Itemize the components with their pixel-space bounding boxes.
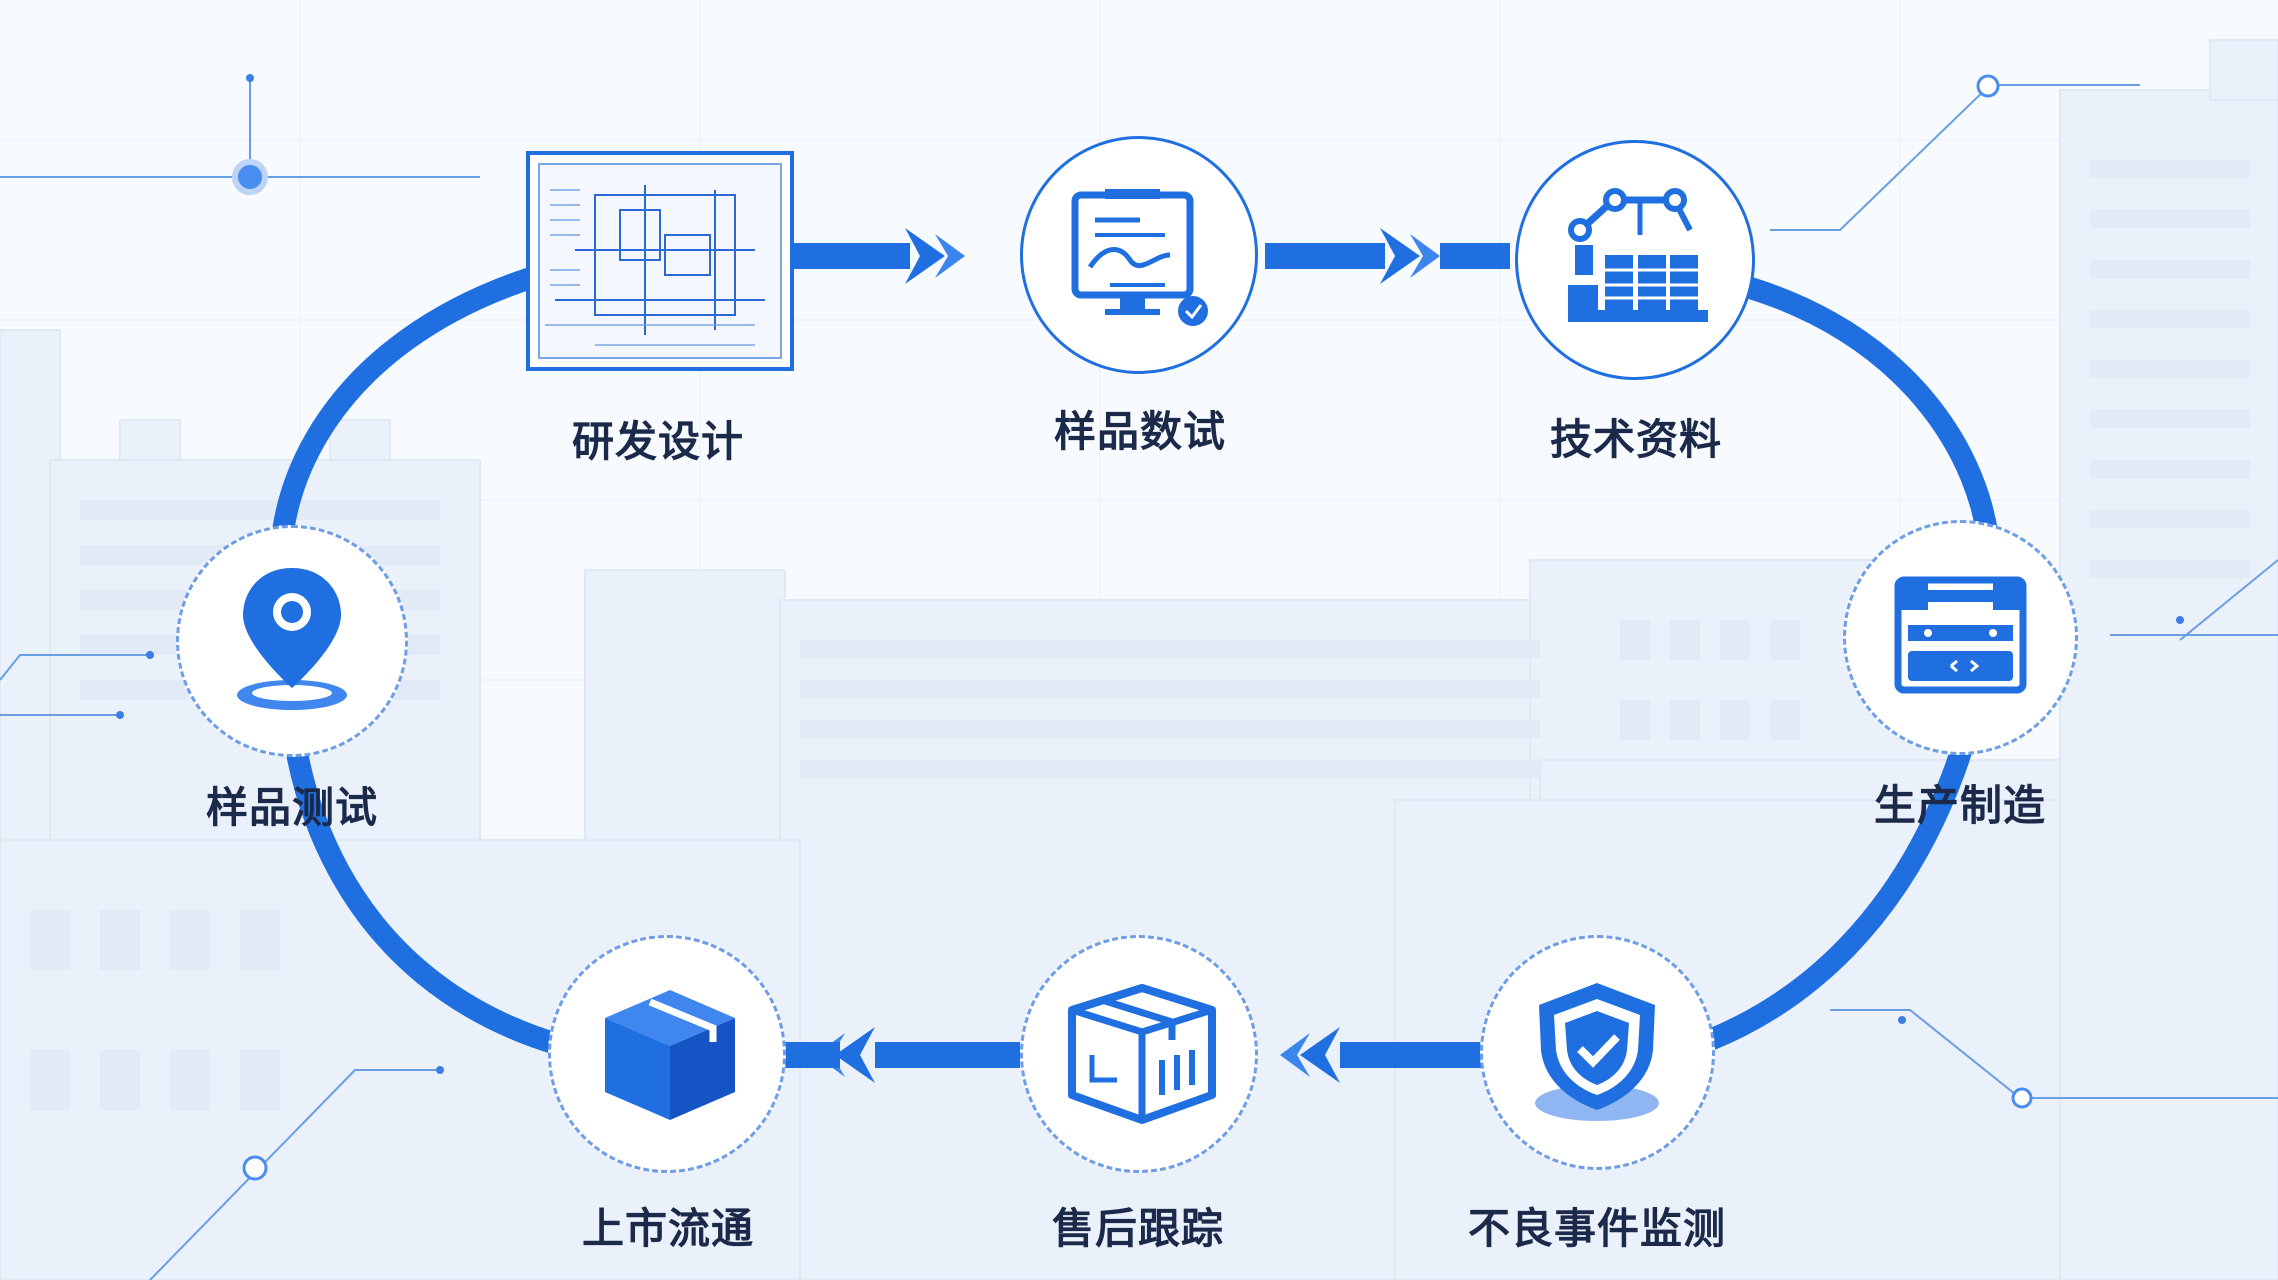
flow-bottom-connectors: [780, 1027, 1485, 1083]
monitor-chart-icon: [1071, 189, 1208, 326]
robot-arm-factory-icon: [1568, 188, 1708, 322]
blueprint-icon: [526, 151, 794, 371]
box-icon: [1068, 984, 1216, 1124]
node-label-sample-test: 样品测试: [205, 783, 379, 832]
node-label-rd-design: 研发设计: [571, 417, 745, 466]
shield-check-icon: [1535, 983, 1659, 1121]
flow-top-connectors: [790, 228, 1510, 284]
machine-icon: [1894, 576, 2027, 694]
node-circle-tech-docs: [1515, 140, 1755, 380]
node-label-after-sales: 售后跟踪: [1051, 1204, 1225, 1253]
node-label-tech-docs: 技术资料: [1549, 415, 1723, 464]
circuit-lines: [0, 78, 2278, 1280]
node-label-sample-debug: 样品数试: [1053, 407, 1227, 456]
location-pin-icon: [237, 568, 347, 710]
cube-icon: [605, 990, 735, 1120]
node-label-adverse-monitoring: 不良事件监测: [1467, 1204, 1727, 1253]
node-label-manufacturing: 生产制造: [1873, 781, 2047, 830]
node-label-market-circulation: 上市流通: [581, 1204, 755, 1253]
circuit-nodes: [116, 74, 2184, 1181]
